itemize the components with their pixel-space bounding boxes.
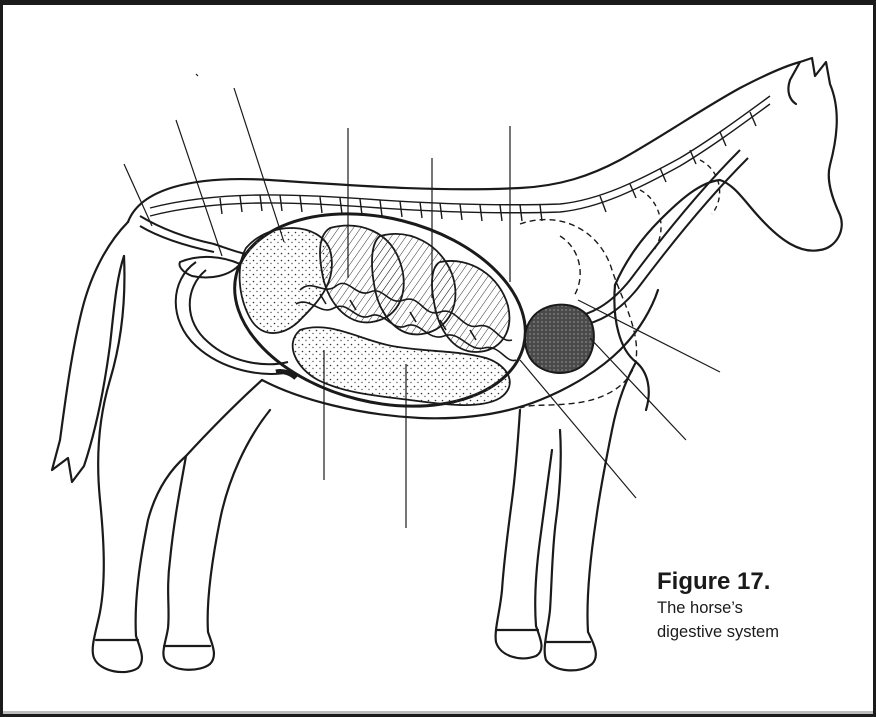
- leader-line-10: [590, 338, 686, 440]
- spine-icon: [150, 96, 770, 250]
- figure-caption-line-2: digestive system: [657, 620, 779, 644]
- leader-line-3: [234, 88, 284, 242]
- figure-caption: Figure 17. The horse’s digestive system: [657, 568, 779, 644]
- figure-caption-line-1: The horse’s: [657, 596, 779, 620]
- caecum-icon: [240, 228, 332, 333]
- leader-line-1: [124, 164, 152, 226]
- rectum-icon: [140, 216, 246, 278]
- stomach-icon: [525, 305, 594, 373]
- figure-title: Figure 17.: [657, 568, 779, 596]
- leader-line-12: [196, 74, 198, 76]
